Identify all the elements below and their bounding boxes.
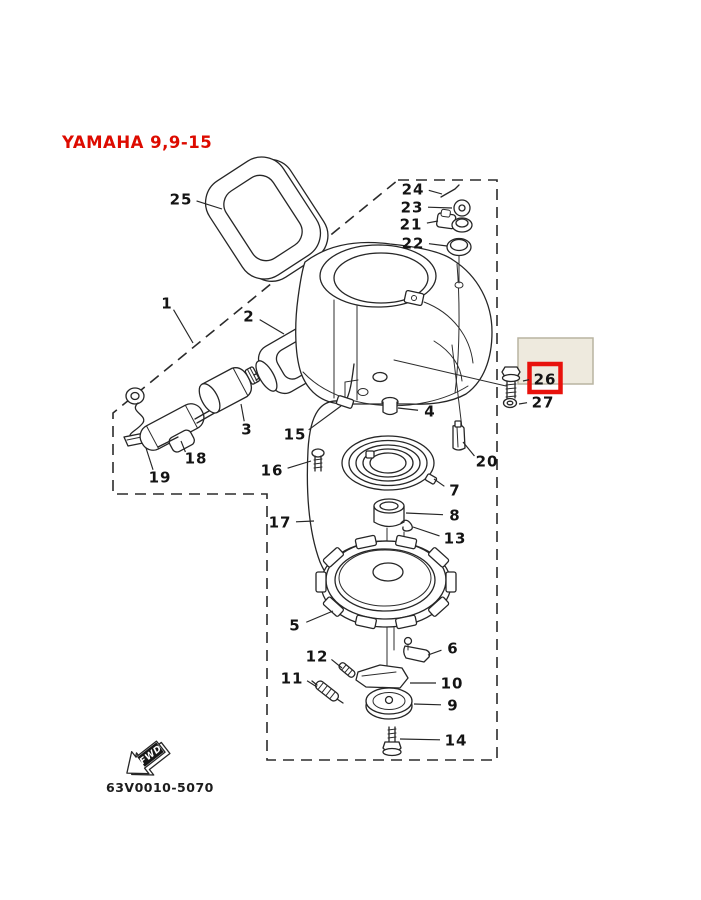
- bolt16-drawing: [311, 448, 325, 472]
- part-label-10[interactable]: 10: [441, 675, 464, 693]
- part-label-1[interactable]: 1: [161, 295, 172, 313]
- leader-line-11: [306, 680, 318, 688]
- part-label-14[interactable]: 14: [445, 732, 468, 750]
- bushing4-drawing: [381, 396, 399, 416]
- leader-line-9: [413, 703, 442, 706]
- part-label-11[interactable]: 11: [281, 670, 304, 688]
- leader-line-2: [259, 319, 285, 335]
- washer27-drawing: [502, 397, 518, 409]
- leader-line-4: [397, 407, 419, 411]
- part-label-17[interactable]: 17: [269, 514, 292, 532]
- leader-line-23: [427, 206, 453, 209]
- spring11-drawing: [311, 680, 344, 704]
- rope-ferrule-drawing: [335, 395, 355, 409]
- clip13-drawing: [400, 519, 413, 532]
- leader-line-1: [173, 309, 194, 344]
- part-label-20[interactable]: 20: [476, 453, 499, 471]
- spring12-drawing: [338, 662, 356, 678]
- leader-line-6: [427, 649, 442, 656]
- part-label-9[interactable]: 9: [447, 697, 458, 715]
- part-label-19[interactable]: 19: [149, 469, 172, 487]
- leader-line-16: [287, 460, 312, 469]
- part-label-4[interactable]: 4: [424, 403, 435, 421]
- fwd-band: [137, 742, 164, 767]
- starter-assembly-drawing: [123, 156, 521, 757]
- leader-line-7: [433, 478, 445, 487]
- part-label-2[interactable]: 2: [243, 308, 254, 326]
- plate10-drawing: [355, 664, 409, 689]
- leader-line-3: [240, 403, 245, 422]
- part-label-6[interactable]: 6: [447, 640, 458, 658]
- starter-housing-drawing: [295, 241, 507, 429]
- diagram-code: 63V0010-5070: [106, 780, 214, 795]
- small-parts-top-drawing: [436, 184, 473, 284]
- part-label-3[interactable]: 3: [241, 421, 252, 439]
- bolt14-drawing: [382, 726, 402, 757]
- leader-line-21: [426, 220, 439, 224]
- leader-line-22: [428, 243, 448, 247]
- part-label-23[interactable]: 23: [401, 199, 424, 217]
- shaft-lines-lower: [386, 621, 395, 667]
- leader-line-14: [399, 738, 441, 741]
- disc9-drawing: [365, 687, 413, 720]
- leader-line-26: [522, 379, 530, 382]
- part-label-25[interactable]: 25: [170, 191, 193, 209]
- part-label-26[interactable]: 26: [534, 371, 557, 389]
- grip-assembly-drawing: [139, 403, 219, 453]
- leader-line-20: [462, 441, 475, 457]
- page-title: YAMAHA 9,9-15: [61, 133, 212, 152]
- leader-line-25: [196, 200, 223, 210]
- part-label-13[interactable]: 13: [444, 530, 467, 548]
- part-label-16[interactable]: 16: [261, 462, 284, 480]
- part-label-24[interactable]: 24: [402, 181, 425, 199]
- fwd-arrow: FWD: [126, 740, 171, 776]
- part-label-22[interactable]: 22: [402, 235, 425, 253]
- part-label-5[interactable]: 5: [289, 617, 300, 635]
- leader-line-13: [412, 526, 440, 537]
- bushing8-drawing: [373, 498, 405, 528]
- bolt26-drawing: [501, 366, 521, 399]
- part-label-8[interactable]: 8: [449, 507, 460, 525]
- spiral-spring-drawing: [341, 435, 438, 491]
- starter-rope-drawing: [306, 363, 355, 589]
- clip20-drawing: [452, 420, 466, 451]
- part-label-21[interactable]: 21: [400, 216, 423, 234]
- part-label-12[interactable]: 12: [306, 648, 329, 666]
- pawl-drawing: [403, 636, 431, 663]
- part-label-7[interactable]: 7: [449, 482, 460, 500]
- leader-line-19: [145, 447, 154, 470]
- leader-line-12: [331, 659, 343, 669]
- leader-line-24: [428, 189, 443, 195]
- leader-line-18: [180, 440, 186, 453]
- leader-line-5: [306, 610, 334, 623]
- leader-line-17: [295, 520, 315, 523]
- part-label-27[interactable]: 27: [532, 394, 555, 412]
- pulley-drawing: [315, 534, 457, 630]
- leader-line-15: [308, 405, 342, 431]
- pull-handle-drawing: [204, 156, 329, 282]
- leader-line-8: [405, 512, 444, 516]
- part-label-18[interactable]: 18: [185, 450, 208, 468]
- part-labels-layer: 1234567891011121314151617181920212223242…: [145, 181, 557, 750]
- diagram-boundary: [112, 179, 498, 761]
- part-label-15[interactable]: 15: [284, 426, 307, 444]
- leader-line-27: [518, 402, 528, 405]
- highlight-box[interactable]: [527, 361, 563, 395]
